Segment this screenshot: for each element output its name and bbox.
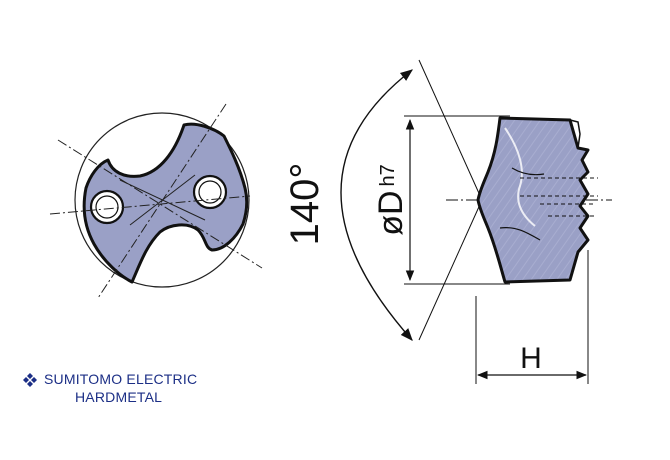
brand-name-line2: HARDMETAL <box>75 389 163 405</box>
side-view: 140° øD h7 H <box>283 59 612 384</box>
point-angle-arc <box>340 69 413 341</box>
center-line-a <box>57 139 263 269</box>
end-view <box>49 103 263 299</box>
side-view-tool-body <box>476 116 590 284</box>
length-label: H <box>520 342 542 375</box>
side-view-shank <box>569 119 581 149</box>
center-line-b <box>97 103 227 299</box>
angle-extension-upper <box>418 59 483 201</box>
diameter-symbol: øD <box>372 190 410 235</box>
angle-label: 140° <box>283 163 327 246</box>
flute-curve-2 <box>499 227 541 241</box>
diameter-label: øD h7 <box>372 164 410 236</box>
coolant-hole-right-inner <box>198 180 222 204</box>
brand-name-line1: SUMITOMO ELECTRIC <box>44 371 198 387</box>
sumitomo-diamond-logo-icon <box>23 373 37 387</box>
flute-curve <box>511 167 545 176</box>
tolerance-label: h7 <box>377 164 399 186</box>
flute-highlight <box>504 127 536 227</box>
angle-extension-lower <box>418 199 483 341</box>
center-line-c <box>49 195 251 215</box>
coolant-hole-left-inner <box>95 195 119 219</box>
